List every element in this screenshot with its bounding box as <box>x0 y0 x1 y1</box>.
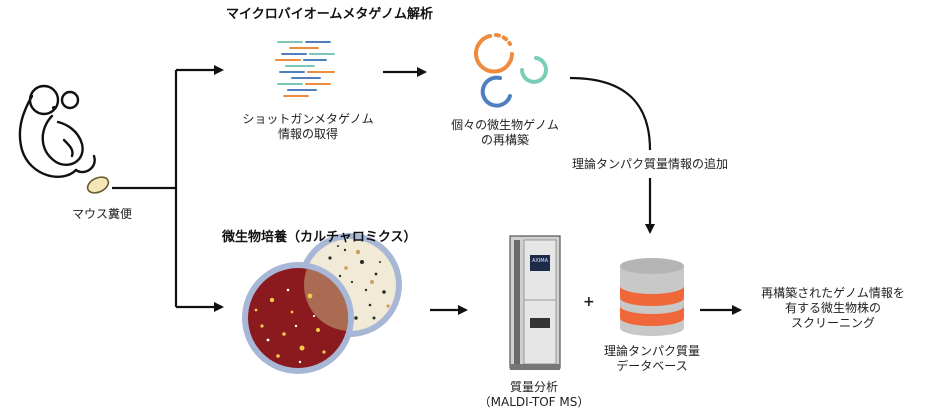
maldi-label-line2: （MALDI-TOF MS） <box>478 395 590 409</box>
db-label: 理論タンパク質量 データベース <box>592 344 712 374</box>
culturomics-title: 微生物培養（カルチャロミクス） <box>222 230 417 245</box>
shotgun-label-line2: 情報の取得 <box>277 127 338 141</box>
reconstruct-label-line1: 個々の微生物ゲノム <box>451 118 559 132</box>
db-label-line1: 理論タンパク質量 <box>603 344 700 358</box>
maldi-label: 質量分析 （MALDI-TOF MS） <box>474 380 594 410</box>
screening-label: 再構築されたゲノム情報を 有する微生物株の スクリーニング <box>748 286 918 331</box>
reconstruct-label-line2: の再構築 <box>480 133 529 147</box>
shotgun-label: ショットガンメタゲノム 情報の取得 <box>228 112 388 142</box>
instrument-brand: AXIMA <box>531 258 549 264</box>
screening-label-line2: 有する微生物株の <box>784 301 881 315</box>
plus-sign: + <box>583 294 595 310</box>
add-protein-label: 理論タンパク質量情報の追加 <box>560 157 740 172</box>
feces-label: マウス糞便 <box>71 207 132 221</box>
curve-to-db <box>569 76 652 151</box>
reconstruct-label: 個々の微生物ゲノム の再構築 <box>430 118 580 148</box>
maldi-label-line1: 質量分析 <box>509 380 558 394</box>
shotgun-label-line1: ショットガンメタゲノム <box>242 112 374 126</box>
db-label-line2: データベース <box>616 359 688 373</box>
screening-label-line1: 再構築されたゲノム情報を <box>761 286 905 300</box>
screening-label-line3: スクリーニング <box>790 316 875 330</box>
metagenome-title: マイクロバイオームメタゲノム解析 <box>226 7 433 22</box>
